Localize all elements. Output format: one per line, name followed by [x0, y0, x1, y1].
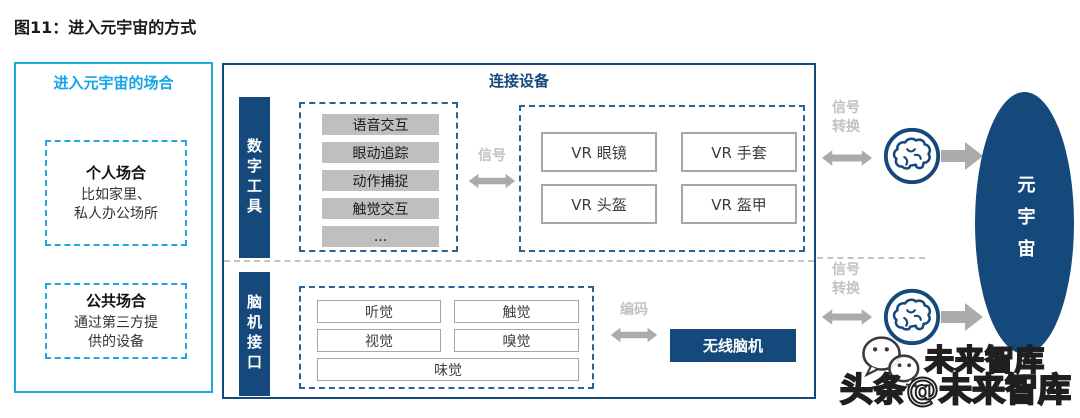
signal-convert-bottom-line1: 信号	[832, 262, 860, 278]
sense-item: 味觉	[317, 358, 579, 381]
vr-devices-box: VR 眼镜 VR 手套 VR 头盔 VR 盔甲	[519, 105, 805, 252]
public-scene-title: 公共场合	[85, 292, 146, 310]
vr-device: VR 头盔	[541, 184, 657, 224]
brain-icon	[881, 125, 943, 187]
devices-panel: 连接设备 数字工具 语音交互 眼动追踪 动作捕捉 触觉交互 ... 信号 VR …	[222, 63, 816, 399]
public-scene-line1: 通过第三方提	[74, 315, 158, 331]
signal-convert-double-arrow-top-icon	[821, 147, 873, 173]
vr-device: VR 盔甲	[681, 184, 797, 224]
sense-item: 视觉	[317, 329, 441, 352]
signal-label: 信号	[478, 148, 506, 164]
signal-double-arrow-icon	[468, 171, 516, 195]
watermark-wechat: 未来智库	[924, 342, 1046, 378]
signal-convert-label-bottom: 信号 转换	[824, 261, 868, 299]
brain-icon	[881, 286, 943, 348]
wireless-bci-box: 无线脑机	[670, 329, 796, 362]
encode-double-arrow-icon	[610, 325, 658, 349]
devices-panel-title: 连接设备	[488, 72, 549, 90]
personal-scene-title: 个人场合	[85, 164, 146, 182]
figure-title: 图11：进入元宇宙的方式	[14, 18, 197, 37]
to-metaverse-arrow-bottom-icon	[941, 302, 983, 336]
to-metaverse-arrow-top-icon	[941, 141, 983, 175]
vr-device: VR 眼镜	[541, 132, 657, 172]
public-scene-line2: 供的设备	[88, 334, 144, 350]
signal-convert-top-line1: 信号	[832, 100, 860, 116]
encode-label: 编码	[620, 302, 648, 318]
personal-scene-line2: 私人办公场所	[74, 206, 158, 222]
section-divider	[224, 260, 814, 262]
watermark-toutiao: 头条@未来智库	[839, 369, 1072, 410]
digital-tools-bar: 数字工具	[239, 97, 270, 258]
vr-device: VR 手套	[681, 132, 797, 172]
tool-item: 语音交互	[322, 114, 439, 135]
digital-tools-list-box: 语音交互 眼动追踪 动作捕捉 触觉交互 ...	[299, 102, 458, 252]
signal-convert-label-top: 信号 转换	[824, 99, 868, 137]
public-scene-box: 公共场合 通过第三方提 供的设备	[45, 283, 187, 359]
sense-item: 听觉	[317, 300, 441, 323]
metaverse-ellipse: 元宇宙	[975, 92, 1074, 354]
scenes-panel-title: 进入元宇宙的场合	[53, 74, 174, 92]
tool-item-ellipsis: ...	[322, 226, 439, 247]
metaverse-label: 元宇宙	[1014, 175, 1036, 271]
senses-box: 听觉 触觉 视觉 嗅觉 味觉	[299, 286, 594, 389]
tool-item: 动作捕捉	[322, 170, 439, 191]
signal-convert-bottom-line2: 转换	[832, 281, 860, 297]
sense-item: 触觉	[454, 300, 579, 323]
tool-item: 眼动追踪	[322, 142, 439, 163]
signal-convert-double-arrow-bottom-icon	[821, 306, 873, 332]
wechat-logo-icon	[856, 330, 924, 392]
section-divider-extension	[817, 257, 925, 259]
sense-item: 嗅觉	[454, 329, 579, 352]
signal-convert-top-line2: 转换	[832, 119, 860, 135]
scenes-panel: 进入元宇宙的场合 个人场合 比如家里、 私人办公场所 公共场合 通过第三方提 供…	[14, 62, 213, 393]
personal-scene-box: 个人场合 比如家里、 私人办公场所	[45, 140, 187, 246]
personal-scene-line1: 比如家里、	[81, 187, 151, 203]
bci-bar: 脑机接口	[239, 272, 270, 396]
tool-item: 触觉交互	[322, 198, 439, 219]
